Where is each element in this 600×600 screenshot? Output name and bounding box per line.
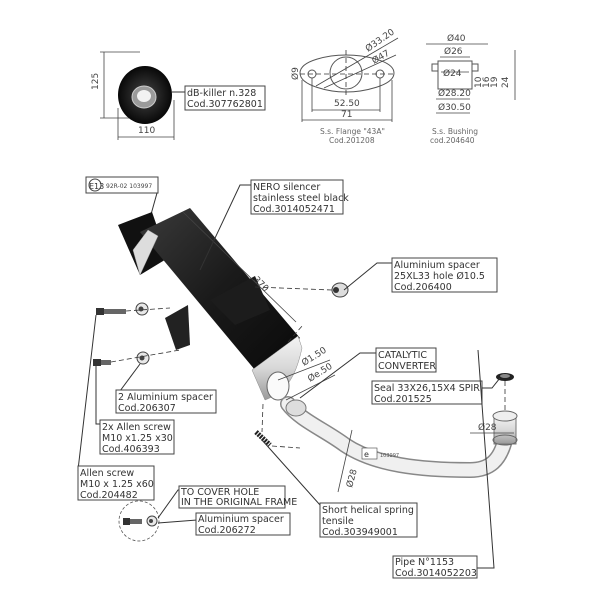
flange-dim-hole: Ø9 xyxy=(290,67,301,80)
homologation-number: 92R-02 103997 xyxy=(106,183,152,190)
allen-line3: Cod.204482 xyxy=(80,490,138,501)
dbkiller-label-line1: dB-killer n.328 xyxy=(187,88,256,99)
spacer-25-line2: 25XL33 hole Ø10.5 xyxy=(394,271,485,282)
spring-line2: tensile xyxy=(322,516,354,527)
silencer-label-line3: Cod.3014052471 xyxy=(253,204,335,215)
svg-text:103997: 103997 xyxy=(380,453,399,459)
spring-line1: Short helical spring xyxy=(322,505,414,516)
pipe-dim-28-mid: Ø28 xyxy=(344,468,359,489)
cover-hole-detail xyxy=(118,500,160,542)
allen-line2: M10 x 1.25 x60 xyxy=(80,479,154,490)
catalytic-line2: CONVERTER xyxy=(378,361,436,372)
pipe: e 103997 xyxy=(280,373,518,479)
silencer-label-line2: stainless steel black xyxy=(253,193,349,204)
bushing-caption-line1: S.s. Bushing xyxy=(432,127,478,136)
dbkiller-view: 125 110 dB-killer n.328 Cod.307762801 xyxy=(91,51,266,140)
spacer-small-line2: Cod.206272 xyxy=(198,525,256,536)
flange-view: Ø33.20 Ø47 Ø9 52.50 71 S.s. Flange "43A"… xyxy=(290,26,399,145)
lower-screw xyxy=(93,349,181,366)
dbkiller-width-dim: 110 xyxy=(138,126,155,136)
seal-line2: Cod.201525 xyxy=(374,394,432,405)
allen-2x-line3: Cod.406393 xyxy=(102,444,160,455)
cover-hole-line1: TO COVER HOLE xyxy=(180,487,259,498)
bushing-dim-24h: 24 xyxy=(501,76,511,88)
e13-mark: E13 xyxy=(89,182,104,191)
seal-line1: Seal 33X26,15X4 SPIR. xyxy=(374,383,483,394)
bushing-dim-3050: Ø30.50 xyxy=(438,102,471,113)
dbkiller-label-line2: Cod.307762801 xyxy=(187,99,263,110)
cover-hole-line2: IN THE ORIGINAL FRAME xyxy=(181,497,297,508)
catalytic-line1: CATALYTIC xyxy=(378,350,427,361)
spacer-small-line1: Aluminium spacer xyxy=(198,514,284,525)
silencer xyxy=(118,208,303,401)
spacer-2-line1: 2 Aluminium spacer xyxy=(118,392,213,403)
svg-text:e: e xyxy=(364,450,369,459)
spring xyxy=(254,403,301,449)
flange-caption-line1: S.s. Flange "43A" xyxy=(320,127,385,136)
bushing-dim-26: Ø26 xyxy=(444,46,463,57)
spacer-25-line3: Cod.206400 xyxy=(394,282,452,293)
pipe-dim-28-outlet: Ø28 xyxy=(478,422,497,433)
pipe-line1: Pipe N°1153 xyxy=(395,557,454,568)
bushing-dim-10: 10 xyxy=(474,76,484,88)
homologation-label: E13 92R-02 103997 xyxy=(85,176,159,219)
bushing-caption-line2: cod.204640 xyxy=(430,136,475,145)
bushing-view: Ø40 Ø26 Ø24 Ø28.20 Ø30.50 10 16 19 24 S.… xyxy=(426,33,516,145)
flange-dim-33: Ø33.20 xyxy=(363,26,396,54)
bushing-dim-16: 16 xyxy=(482,76,492,88)
flange-caption-line2: Cod.201208 xyxy=(329,136,375,145)
allen-2x-line1: 2x Allen screw xyxy=(102,422,171,433)
pipe-line2: Cod.3014052203 xyxy=(395,568,477,579)
upper-screw xyxy=(96,302,171,316)
bushing-dim-24: Ø24 xyxy=(443,68,462,79)
spring-line3: Cod.303949001 xyxy=(322,527,398,538)
bushing-dim-40: Ø40 xyxy=(447,33,466,44)
bushing-dim-19: 19 xyxy=(490,76,500,88)
allen-2x-line2: M10 x1.25 x30 xyxy=(102,433,173,444)
spacer-25-line1: Aluminium spacer xyxy=(394,260,480,271)
allen-line1: Allen screw xyxy=(80,468,134,479)
bushing-dim-2820: Ø28.20 xyxy=(438,88,471,99)
spacer-2-line2: Cod.206307 xyxy=(118,403,176,414)
flange-dim-71: 71 xyxy=(341,110,352,120)
dbkiller-height-dim: 125 xyxy=(91,73,101,90)
silencer-label-line1: NERO silencer xyxy=(253,182,320,193)
flange-dim-5250: 52.50 xyxy=(334,99,360,109)
spacer-25-label-box xyxy=(391,257,498,293)
